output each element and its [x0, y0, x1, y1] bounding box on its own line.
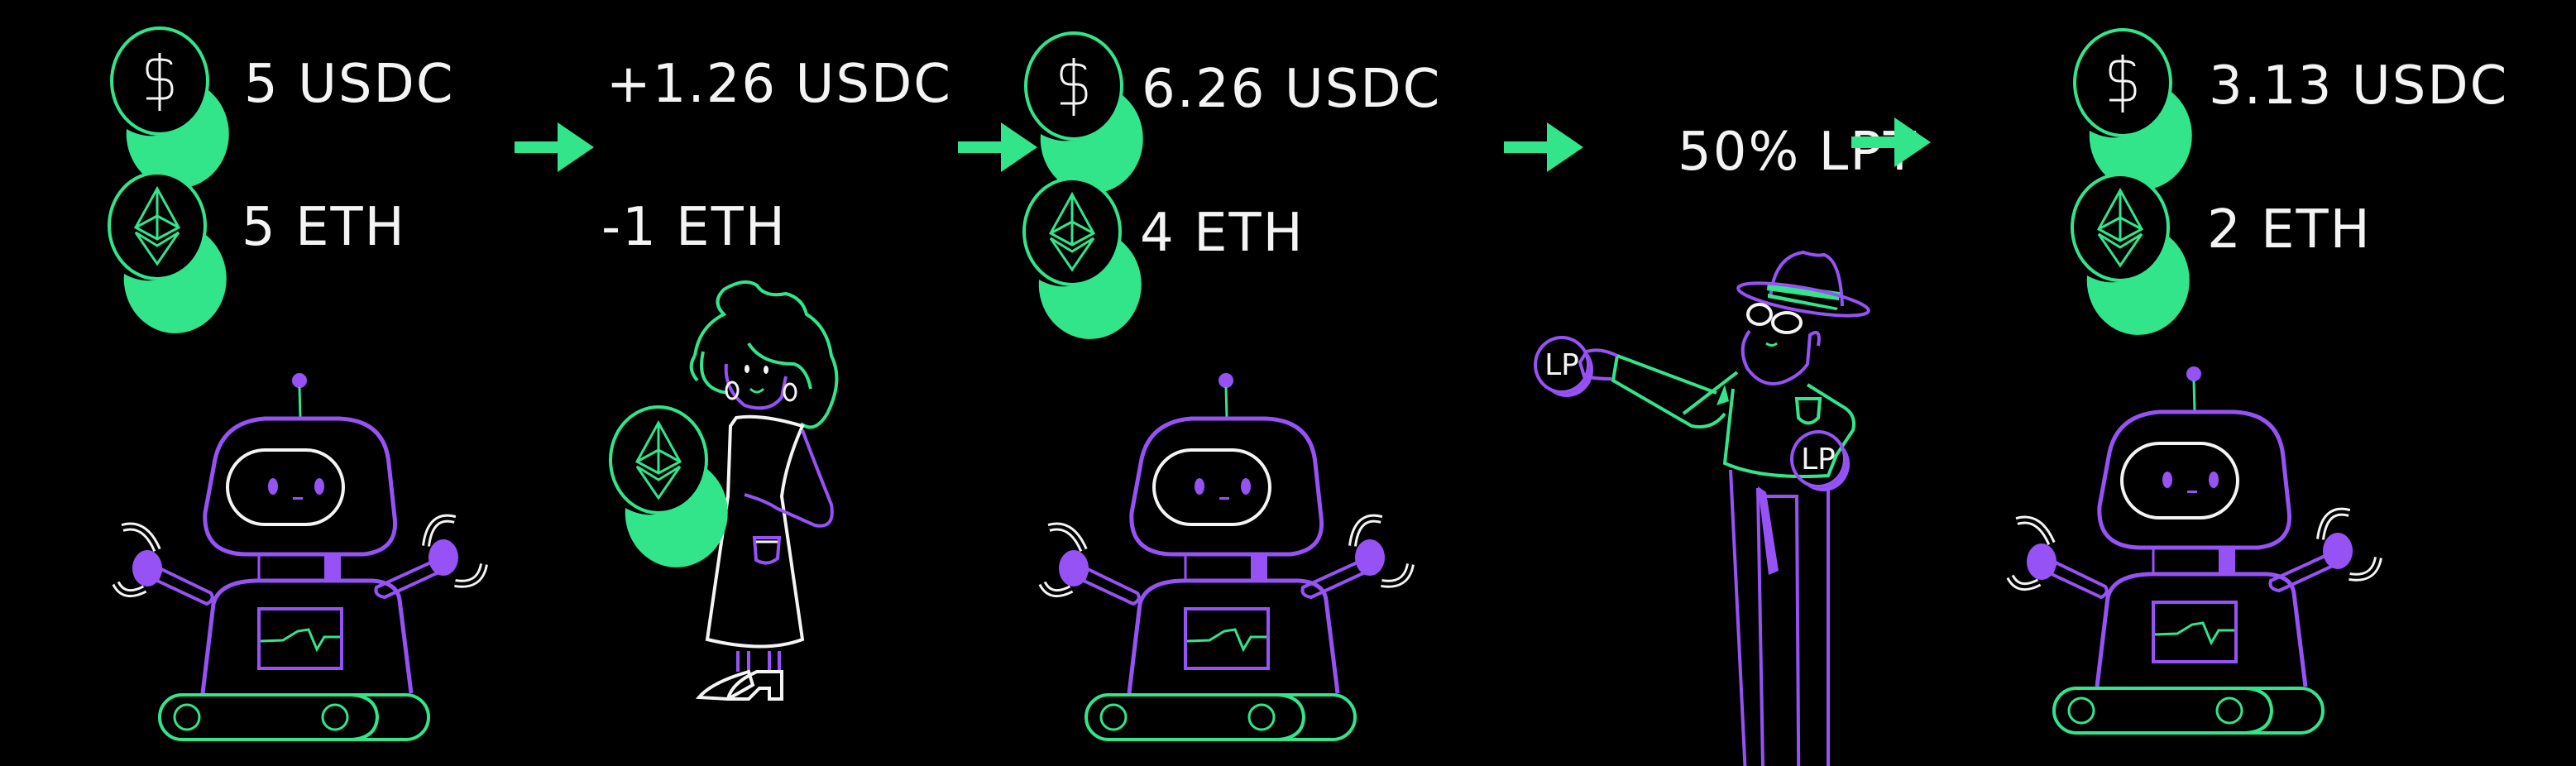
dollar-coin-icon	[1024, 31, 1145, 195]
lp-coin-text: LP	[1544, 347, 1579, 382]
step-withdraw: 50% LPT LP LP	[1514, 0, 2010, 766]
dollar-coin-icon	[2073, 28, 2194, 192]
usdc-balance: 5 USDC	[244, 54, 455, 115]
eth-balance: 2 ETH	[2207, 199, 2372, 261]
woman-holding-eth-coin-illustration	[689, 280, 839, 701]
lp-token-coin-left: LP	[1534, 336, 1590, 394]
eth-delta: -1 ETH	[601, 197, 787, 258]
usdc-delta: +1.26 USDC	[606, 54, 952, 115]
usdc-balance: 6.26 USDC	[1142, 59, 1442, 120]
robot-illustration	[1026, 347, 1027, 348]
arrow-right-icon	[1851, 117, 1931, 167]
step-initial: 5 USDC 5 ETH	[0, 0, 496, 766]
man-with-lp-tokens-illustration	[1578, 250, 1870, 766]
eth-balance: 4 ETH	[1140, 203, 1305, 264]
ethereum-coin-icon	[609, 405, 730, 569]
eth-balance: 5 ETH	[242, 197, 406, 258]
step-final: 3.13 USDC 2 ETH	[2002, 0, 2576, 766]
step-swap: +1.26 USDC -1 ETH	[579, 0, 960, 766]
lp-coin-text: LP	[1801, 442, 1836, 476]
robot-illustration	[99, 347, 100, 348]
arrow-right-icon	[1504, 122, 1583, 172]
lp-share-label: 50% LPT	[1678, 122, 1918, 183]
ethereum-coin-icon	[108, 171, 228, 335]
ethereum-coin-icon	[2071, 173, 2191, 337]
arrow-right-icon	[958, 122, 1037, 172]
step-after-swap: 6.26 USDC 4 ETH	[1022, 0, 1522, 766]
lp-token-coin-right: LP	[1790, 430, 1846, 488]
usdc-balance: 3.13 USDC	[2209, 55, 2509, 117]
